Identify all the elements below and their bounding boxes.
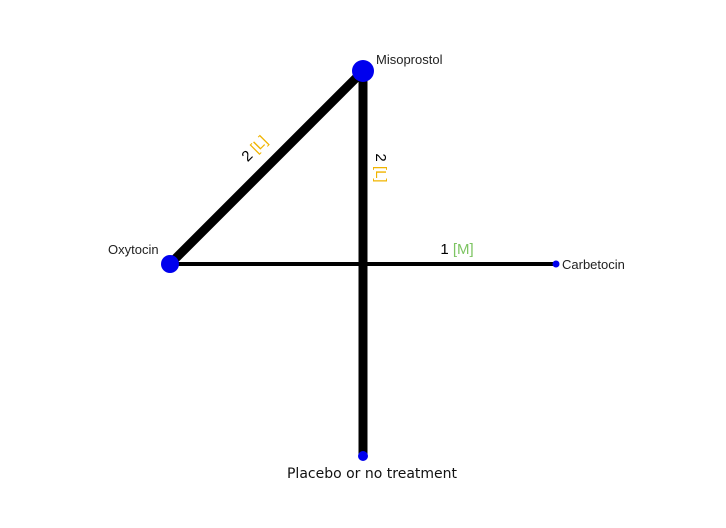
edge-certainty-oxytocin-carbetocin: [M] xyxy=(453,241,474,258)
node-placebo xyxy=(358,451,368,461)
node-label-carbetocin: Carbetocin xyxy=(562,257,625,272)
node-oxytocin xyxy=(161,255,179,273)
edge-count-misoprostol-placebo: 2 xyxy=(372,153,389,166)
edge-count-oxytocin-carbetocin: 1 xyxy=(440,241,453,258)
node-label-misoprostol: Misoprostol xyxy=(376,52,443,67)
svg-text:2 [L]: 2 [L] xyxy=(372,153,389,182)
node-carbetocin xyxy=(552,260,560,268)
svg-text:2 [L]: 2 [L] xyxy=(238,132,271,165)
edge-label-misoprostol-placebo: 2 [L] xyxy=(372,153,389,182)
edge-label-oxytocin-carbetocin: 1 [M] xyxy=(440,241,473,258)
edge-certainty-misoprostol-placebo: [L] xyxy=(372,166,389,183)
edge-label-oxytocin-misoprostol: 2 [L] xyxy=(238,132,271,165)
edge-oxytocin-misoprostol xyxy=(166,67,367,268)
node-misoprostol xyxy=(352,60,374,82)
node-label-oxytocin: Oxytocin xyxy=(108,242,159,257)
node-label-placebo: Placebo or no treatment xyxy=(287,466,458,482)
